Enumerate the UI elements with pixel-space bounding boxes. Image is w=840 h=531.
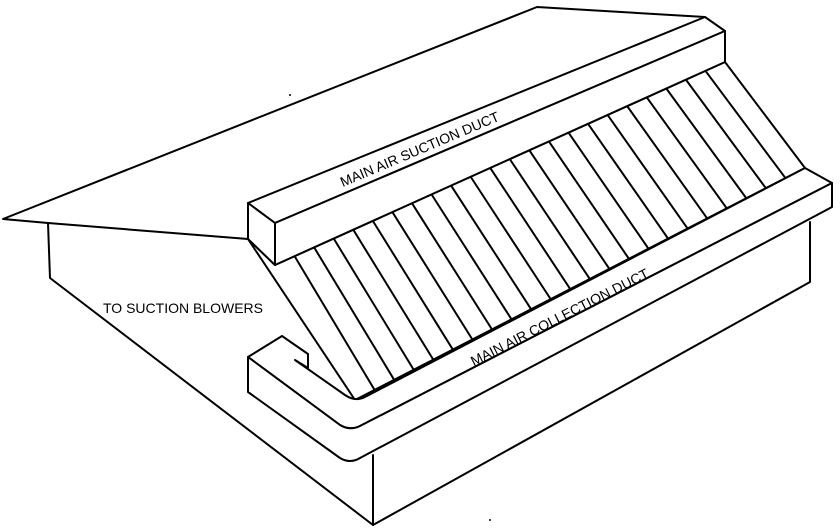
suction-blowers-label: TO SUCTION BLOWERS	[103, 300, 263, 316]
slats-group	[293, 69, 787, 391]
slat-line	[528, 149, 611, 270]
slat-line	[508, 158, 591, 280]
slat-line	[410, 202, 493, 331]
slat-line	[704, 69, 787, 180]
roof-outline	[2, 6, 706, 240]
slat-line	[606, 113, 689, 230]
slat-line	[587, 122, 670, 240]
slat-line	[489, 166, 572, 291]
housing-left-wall	[47, 222, 374, 526]
slat-line	[684, 78, 767, 190]
slat-line	[645, 96, 728, 210]
slat-line	[450, 184, 533, 311]
slat-line	[567, 131, 650, 250]
slat-line	[547, 140, 630, 260]
slat-line	[293, 255, 376, 391]
slat-line	[352, 228, 435, 361]
slat-line	[371, 219, 454, 351]
main-air-collection-duct	[247, 167, 833, 462]
slat-line	[391, 211, 474, 341]
speck	[289, 94, 291, 96]
slat-line	[332, 237, 415, 371]
slat-line	[469, 175, 552, 301]
slat-line	[430, 193, 513, 321]
slat-line	[665, 87, 748, 200]
slat-line	[626, 105, 709, 220]
speck	[489, 519, 491, 521]
main-air-suction-duct	[247, 16, 726, 266]
slat-line	[313, 246, 396, 381]
housing-front-box	[372, 221, 811, 526]
